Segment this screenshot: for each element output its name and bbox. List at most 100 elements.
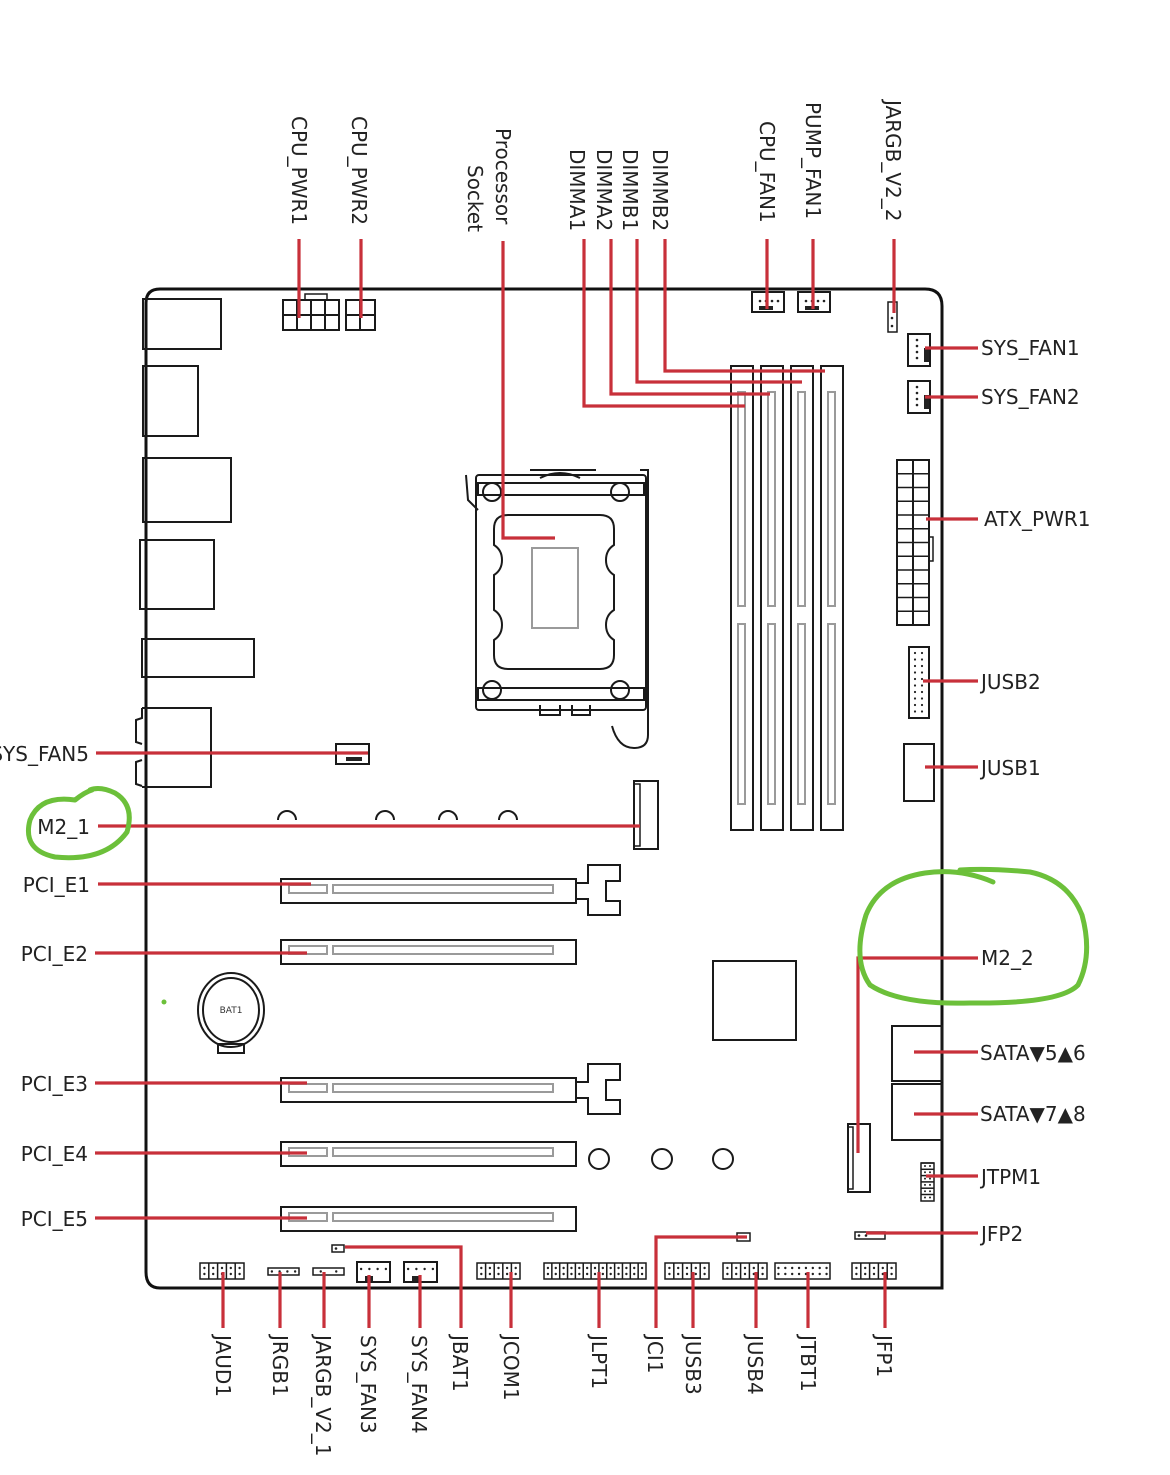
pin xyxy=(625,1266,628,1270)
pin xyxy=(735,1272,738,1276)
pin xyxy=(913,703,917,707)
pin xyxy=(431,1267,435,1271)
pin xyxy=(570,1266,573,1270)
pin xyxy=(913,671,917,674)
pin xyxy=(625,1272,628,1276)
pin xyxy=(238,1266,241,1270)
pin xyxy=(913,677,917,681)
dimm-slots xyxy=(730,365,844,831)
bat1-text: BAT1 xyxy=(220,1006,243,1016)
pin xyxy=(761,1266,764,1270)
pcie-slot-lane xyxy=(332,945,554,955)
header-body xyxy=(476,1262,521,1280)
label-m2-2: M2_2 xyxy=(981,946,1034,970)
label-sata56: SATA▼5▲6 xyxy=(980,1041,1086,1065)
pin xyxy=(920,671,924,674)
pin xyxy=(212,1272,215,1276)
bottom-labels: JAUD1 JRGB1 JARGB_V2_1 SYS_FAN3 SYS_FAN4… xyxy=(211,1333,896,1456)
pcie-slot xyxy=(280,1206,577,1232)
dimm-slot-key xyxy=(737,391,746,607)
board-outline xyxy=(144,287,944,1290)
pin xyxy=(726,1272,729,1276)
dimm-slot xyxy=(790,365,814,831)
label-cpu-fan1: CPU_FAN1 xyxy=(755,121,779,223)
pin xyxy=(790,1266,794,1270)
label-jusb1: JUSB1 xyxy=(979,756,1041,780)
pin xyxy=(872,1266,876,1270)
label-pci-e4: PCI_E4 xyxy=(21,1142,88,1166)
dimm-slot-key xyxy=(737,623,746,805)
pin xyxy=(703,1266,706,1270)
jbat1-jumper xyxy=(331,1244,345,1253)
bottom-headers xyxy=(199,1261,897,1283)
pcie-slot-key xyxy=(288,884,328,894)
header-body xyxy=(851,1262,897,1280)
pin xyxy=(578,1266,581,1270)
label-jaud1: JAUD1 xyxy=(211,1333,235,1397)
pin xyxy=(212,1266,215,1270)
pin xyxy=(570,1272,573,1276)
m2-1-slot xyxy=(633,780,659,850)
label-m2-1: M2_1 xyxy=(37,815,90,839)
dimm-slot-key xyxy=(767,623,776,805)
pin xyxy=(694,1272,697,1276)
left-labels: SYS_FAN5 M2_1 PCI_E1 PCI_E2 PCI_E3 PCI_E… xyxy=(0,742,90,1231)
green-dot xyxy=(161,999,167,1005)
pin xyxy=(929,1183,931,1186)
atx-pwr1-connector xyxy=(896,459,934,626)
pin xyxy=(929,1171,931,1174)
pcie-slot-body xyxy=(280,939,577,965)
pin xyxy=(797,1266,801,1270)
pin xyxy=(924,1196,926,1199)
label-sata78: SATA▼7▲8 xyxy=(980,1102,1086,1126)
dimm-slot-body xyxy=(790,365,814,831)
label-sys-fan4: SYS_FAN4 xyxy=(407,1335,431,1434)
pin xyxy=(804,1266,808,1270)
pin xyxy=(929,1190,931,1193)
right-labels: SYS_FAN1 SYS_FAN2 ATX_PWR1 JUSB2 JUSB1 M… xyxy=(979,336,1091,1246)
cpu-pwr1-connector xyxy=(282,293,340,331)
pin xyxy=(406,1267,410,1271)
pin xyxy=(585,1266,589,1270)
dimm-slot-key xyxy=(797,623,806,805)
header-body xyxy=(664,1262,710,1280)
pin xyxy=(913,697,917,700)
pin xyxy=(929,1165,931,1167)
pin xyxy=(694,1266,697,1270)
pin xyxy=(811,1272,815,1276)
pin xyxy=(864,1266,867,1270)
pin xyxy=(677,1266,680,1270)
pin xyxy=(293,1270,297,1273)
pin xyxy=(924,1183,926,1186)
pin xyxy=(546,1266,550,1270)
pin xyxy=(920,703,924,707)
label-cpu-pwr1: CPU_PWR1 xyxy=(287,116,311,225)
jtbt1-header xyxy=(774,1262,831,1280)
pcie-slot-lane xyxy=(332,1212,554,1222)
jtpm1-header xyxy=(920,1162,935,1202)
pin xyxy=(890,1266,893,1270)
pin xyxy=(546,1272,550,1276)
header-body xyxy=(722,1262,768,1280)
label-dimmb2: DIMMB2 xyxy=(648,149,672,231)
pin xyxy=(685,1266,689,1270)
pin xyxy=(913,710,917,713)
pin xyxy=(270,1270,274,1273)
pin xyxy=(924,1190,926,1193)
pin xyxy=(818,1272,821,1276)
pcie-latch xyxy=(576,864,621,916)
header-body xyxy=(267,1267,300,1276)
jlpt1-header xyxy=(543,1262,647,1280)
pin xyxy=(554,1266,557,1270)
header-body xyxy=(356,1261,391,1283)
pin xyxy=(855,1272,858,1276)
pin xyxy=(790,1272,794,1276)
pin xyxy=(554,1272,557,1276)
pin xyxy=(423,1267,426,1271)
pin xyxy=(514,1272,517,1276)
pcie-slot xyxy=(280,1063,621,1115)
dimm-slot xyxy=(730,365,754,831)
pcie-slot-key xyxy=(288,1083,328,1093)
label-cpu-pwr2: CPU_PWR2 xyxy=(347,116,371,225)
pcie-slot xyxy=(280,939,577,965)
